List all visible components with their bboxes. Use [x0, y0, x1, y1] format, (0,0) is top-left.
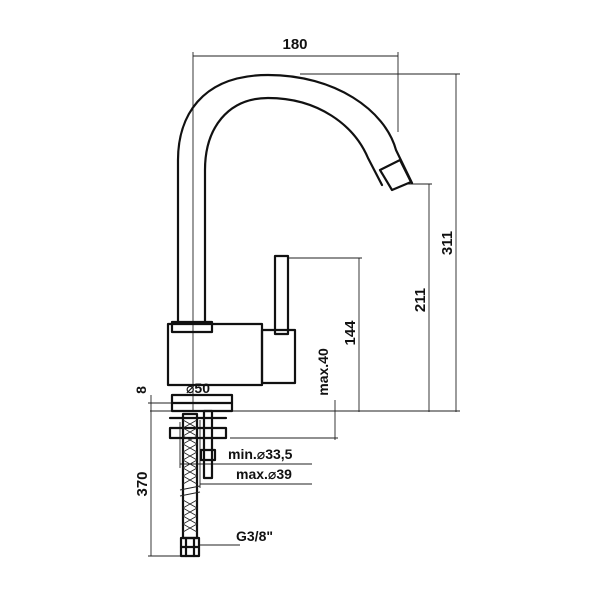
- dimension-labels: 180 311 211 144 max.40 ⌀50 8 370 min.⌀33…: [133, 36, 456, 544]
- hose: [181, 412, 199, 540]
- dim-hole-max: max.⌀39: [236, 466, 292, 482]
- hose-braid: [182, 419, 198, 533]
- spout-outer: [176, 73, 414, 324]
- fixing-plate: [168, 426, 228, 440]
- lever-handle: [273, 254, 290, 336]
- body-collar: [170, 320, 214, 334]
- dimension-lines: [148, 52, 460, 557]
- dim-base-thickness: 8: [133, 386, 149, 394]
- dim-max-deck: max.40: [315, 348, 331, 396]
- main-body: [166, 322, 264, 387]
- dim-reach: 180: [282, 36, 307, 53]
- spout-inner: [203, 96, 384, 324]
- threaded-rod: [202, 409, 214, 480]
- base-ring: [170, 393, 234, 413]
- lever-block: [260, 328, 297, 385]
- dim-hole-min: min.⌀33,5: [228, 446, 293, 462]
- dim-spout-height: 211: [412, 288, 429, 312]
- faucet-body: [166, 73, 414, 413]
- dim-total-height: 311: [439, 231, 456, 255]
- dim-body-diameter: ⌀50: [186, 380, 210, 396]
- dim-lever-height: 144: [342, 320, 359, 346]
- fixing-assembly: [168, 409, 228, 558]
- dim-connection: G3/8": [236, 528, 273, 544]
- dim-hose-length: 370: [134, 471, 151, 496]
- aerator: [378, 158, 413, 192]
